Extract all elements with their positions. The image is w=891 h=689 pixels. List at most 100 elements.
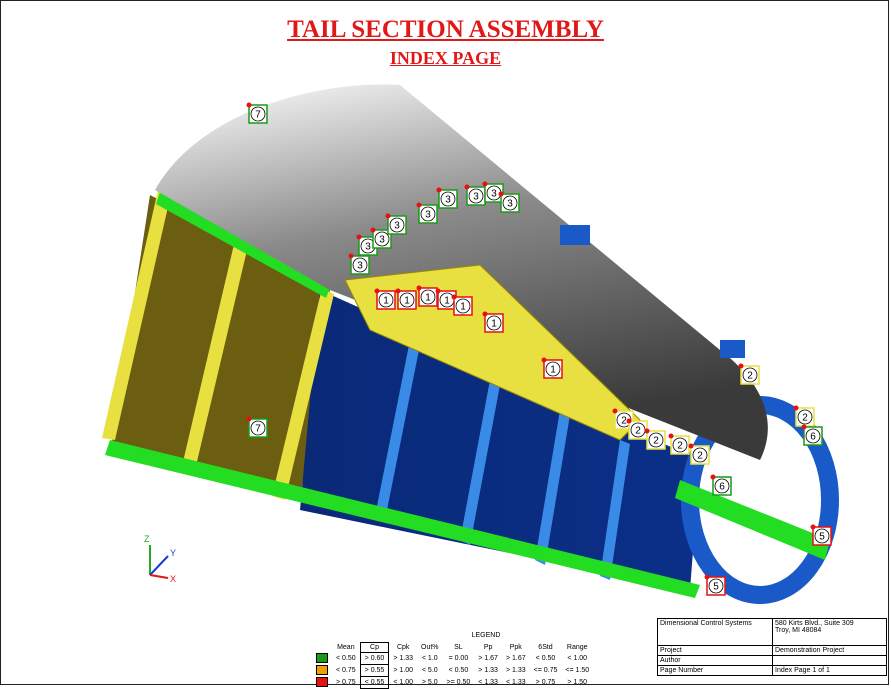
legend-cell: <= 1.50 [565, 667, 590, 674]
legend-cell: > 1.33 [505, 667, 526, 674]
yellow-frame [102, 190, 170, 440]
marker-dot [464, 184, 470, 190]
blue-fitting [720, 340, 745, 358]
marker-dot [541, 357, 547, 363]
marker-dot [738, 363, 744, 369]
marker-label: 6 [810, 432, 816, 443]
marker-dot [436, 187, 442, 193]
feature-marker: 3 [498, 191, 520, 213]
feature-marker: 3 [436, 187, 458, 209]
marker-dot [793, 405, 799, 411]
marker-label: 2 [747, 371, 753, 382]
feature-marker: 1 [451, 294, 473, 316]
marker-label: 2 [802, 413, 808, 424]
feature-marker: 3 [482, 181, 504, 203]
marker-label: 3 [445, 195, 451, 206]
legend: LEGEND Mean Cp Cpk Out% SL Pp Ppk 6Std R… [312, 632, 660, 689]
marker-dot [370, 227, 376, 233]
legend-cell: < 1.33 [478, 679, 498, 686]
marker-circle [399, 292, 415, 308]
marker-label: 1 [383, 296, 389, 307]
legend-table: Mean Cp Cpk Out% SL Pp Ppk 6Std Range < … [312, 642, 594, 689]
legend-row-red: > 0.75 < 0.55 < 1.00 > 5.0 >= 0.50 < 1.3… [312, 676, 593, 689]
marker-circle [708, 578, 724, 594]
marker-dot [374, 288, 380, 294]
marker-dot [348, 253, 354, 259]
marker-label: 3 [394, 221, 400, 232]
green-rail [156, 192, 330, 298]
marker-dot [612, 408, 618, 414]
feature-marker: 2 [626, 418, 648, 440]
feature-marker: 6 [710, 474, 732, 496]
marker-label: 6 [719, 482, 725, 493]
marker-dot [246, 416, 252, 422]
marker-label: 2 [653, 436, 659, 447]
legend-title: LEGEND [471, 632, 501, 639]
legend-cell: < 0.50 [336, 655, 356, 662]
marker-label: 1 [550, 365, 556, 376]
page-subtitle: INDEX PAGE [389, 48, 502, 68]
address-line-1: 580 Kirts Blvd., Suite 309 [775, 620, 854, 627]
marker-circle [378, 292, 394, 308]
marker-circle [468, 188, 484, 204]
marker-dot [416, 285, 422, 291]
feature-marker: 2 [738, 363, 760, 385]
legend-cell: > 5.0 [421, 679, 438, 686]
legend-header: Ppk [509, 644, 522, 651]
legend-row-orange: < 0.75 > 0.55 > 1.00 < 5.0 < 0.50 > 1.33… [312, 664, 593, 677]
marker-circle [420, 289, 436, 305]
legend-cell: > 1.67 [505, 655, 526, 662]
legend-cell: < 0.50 [448, 667, 469, 674]
page-number-value: Index Page 1 of 1 [772, 665, 887, 676]
page-number-label: Page Number [657, 665, 773, 676]
marker-label: 1 [444, 296, 450, 307]
marker-circle [486, 315, 502, 331]
legend-cell: <= 0.75 [533, 667, 558, 674]
marker-dot [416, 202, 422, 208]
legend-swatch-green [316, 652, 328, 663]
legend-cell: > 0.75 [336, 679, 356, 686]
marker-label: 2 [635, 426, 641, 437]
y-axis-label: Y [170, 548, 176, 558]
marker-dot [435, 288, 441, 294]
legend-header: 6Std [538, 644, 553, 651]
legend-cell: < 1.33 [505, 679, 526, 686]
title-block: Dimensional Control Systems 580 Kirts Bl… [657, 618, 887, 686]
green-rail [675, 480, 830, 560]
marker-circle [742, 367, 758, 383]
axis-triad: Z Y X [144, 534, 176, 584]
marker-label: 3 [379, 235, 385, 246]
marker-dot [626, 418, 632, 424]
legend-cell: < 1.00 [567, 655, 588, 662]
marker-circle [440, 191, 456, 207]
marker-dot [451, 294, 457, 300]
marker-label: 1 [404, 296, 410, 307]
marker-label: 2 [621, 416, 627, 427]
feature-marker: 3 [416, 202, 438, 224]
marker-label: 3 [365, 242, 371, 253]
legend-cell: = 0.00 [448, 655, 469, 662]
blue-rib [375, 340, 420, 520]
x-axis-line [149, 574, 169, 579]
feature-marker: 1 [395, 288, 417, 310]
legend-header: Cpk [396, 644, 410, 651]
legend-swatch-red [316, 676, 328, 687]
blue-rib [535, 410, 570, 565]
legend-header: Cp [359, 642, 390, 653]
legend-cell: > 1.50 [567, 679, 588, 686]
company-address: 580 Kirts Blvd., Suite 309 Troy, MI 4808… [772, 618, 887, 646]
page-title: TAIL SECTION ASSEMBLY [287, 16, 604, 43]
marker-label: 7 [255, 424, 261, 435]
feature-marker: 1 [374, 288, 396, 310]
marker-label: 7 [255, 110, 261, 121]
x-axis-label: X [170, 574, 176, 584]
feature-marker: 6 [801, 424, 823, 446]
marker-circle [805, 428, 821, 444]
marker-circle [374, 231, 390, 247]
legend-cell: >= 0.50 [446, 679, 471, 686]
marker-label: 3 [357, 261, 363, 272]
feature-marker: 3 [385, 213, 407, 235]
legend-cell: < 5.0 [421, 667, 438, 674]
